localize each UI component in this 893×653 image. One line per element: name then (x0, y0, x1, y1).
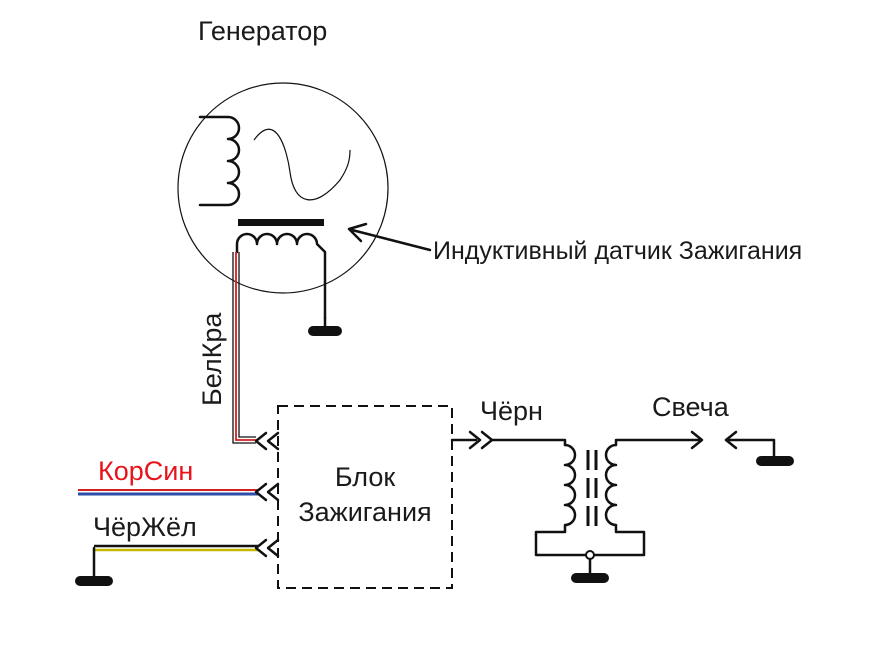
block-input-connectors (254, 431, 280, 558)
ignition-block (277, 405, 453, 589)
generator-label: Генератор (198, 16, 327, 46)
sensor-pointer-arrow (347, 222, 432, 252)
coil-primary-winding (534, 438, 702, 557)
cherzhel-label: ЧёрЖёл (93, 512, 197, 542)
belkra-wire (232, 252, 256, 444)
sensor-label: Индуктивный датчик Зажигания (433, 237, 802, 265)
inductive-sensor (235, 219, 342, 336)
generator-housing (177, 82, 389, 294)
spark-plug (690, 430, 794, 466)
chern-label: Чёрн (480, 396, 543, 426)
sensor-coil (235, 232, 327, 320)
generator (177, 82, 389, 294)
block-label-line1: Блок (335, 462, 395, 492)
sensor-core (238, 219, 324, 226)
left-ground-symbol (75, 576, 113, 586)
belkra-label: БелКра (197, 312, 227, 406)
generator-field-coil (198, 115, 241, 207)
korsin-label: КорСин (98, 456, 193, 486)
svecha-label: Свеча (652, 392, 730, 422)
coil-ground-symbol (571, 573, 609, 583)
korsin-wire (78, 489, 258, 496)
block-label-line2: Зажигания (298, 497, 431, 527)
plug-ground-symbol (756, 456, 794, 466)
block-output-connector (450, 430, 567, 450)
sensor-ground-symbol (308, 326, 342, 336)
generator-sine-wave (253, 128, 351, 201)
cherzhel-wire (75, 544, 258, 586)
ignition-coil (534, 438, 702, 583)
